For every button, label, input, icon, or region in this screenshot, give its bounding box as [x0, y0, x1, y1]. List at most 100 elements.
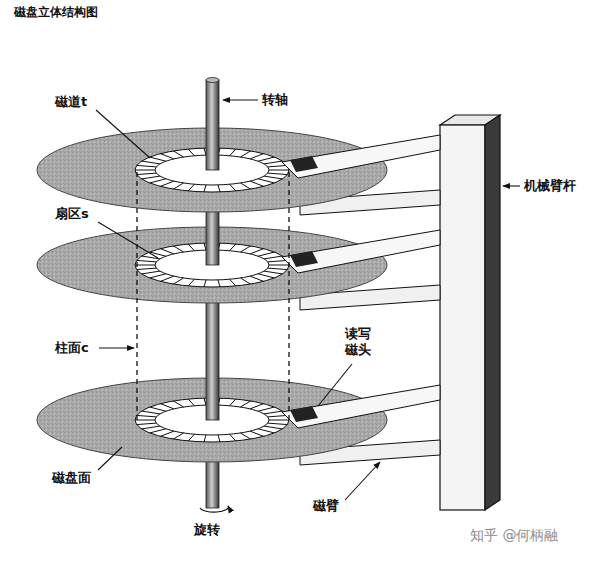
cylinder-line [288, 172, 289, 422]
sector-mark [241, 246, 251, 252]
sector-mark [150, 429, 166, 433]
platter [37, 227, 440, 310]
platter [37, 128, 440, 215]
sector-mark [204, 435, 206, 442]
sector-mark [269, 170, 289, 171]
spindle-cap [206, 78, 219, 83]
leader-line [99, 347, 134, 348]
sector-mark [230, 434, 236, 441]
sector-mark [137, 268, 157, 269]
sector-mark [268, 173, 288, 174]
sector-mark [241, 151, 251, 157]
part-label: 扇区s [55, 206, 89, 222]
sector-mark [150, 179, 166, 183]
sector-mark [218, 280, 220, 287]
sector-mark [269, 265, 289, 266]
arm-column [440, 115, 500, 510]
read-write-head [290, 251, 318, 267]
read-write-head [290, 406, 318, 422]
upper-arm [282, 230, 440, 273]
sector-mark [150, 274, 166, 278]
sector-mark [160, 154, 173, 159]
sector-mark [230, 184, 236, 191]
part-label: 磁盘面 [52, 470, 91, 486]
rotation-arrow [200, 506, 228, 512]
sector-mark [142, 411, 160, 414]
sector-mark [188, 279, 194, 286]
sector-mark [174, 246, 184, 252]
sector-mark [204, 280, 206, 287]
sector-mark [137, 423, 157, 424]
sector-mark [142, 426, 160, 429]
sector-mark [142, 161, 160, 164]
sector-mark [250, 181, 263, 186]
leader-line [345, 462, 380, 500]
sector-mark [264, 426, 282, 429]
sector-mark [230, 399, 236, 406]
upper-arm [282, 385, 440, 428]
sector-mark [188, 399, 194, 406]
sector-mark [135, 170, 155, 171]
sector-mark [250, 154, 263, 159]
sector-mark [258, 252, 274, 256]
part-label: 磁道t [55, 94, 87, 110]
sector-mark [142, 176, 160, 179]
sector-mark [268, 165, 288, 166]
sector-mark [258, 429, 274, 433]
sector-mark [160, 276, 173, 281]
sector-mark [174, 401, 184, 407]
sector-mark [174, 183, 184, 189]
sector-mark [218, 435, 220, 442]
part-label: 旋转 [194, 522, 220, 538]
sector-mark [241, 401, 251, 407]
sector-mark [142, 271, 160, 274]
sector-mark [188, 149, 194, 156]
sector-mark [188, 434, 194, 441]
sector-mark [264, 271, 282, 274]
upper-arm [282, 135, 440, 178]
sector-mark [188, 244, 194, 251]
sector-mark [269, 420, 289, 421]
sector-mark [250, 404, 263, 409]
sector-mark [174, 151, 184, 157]
sector-mark [160, 404, 173, 409]
sector-mark [268, 423, 288, 424]
sector-mark [268, 260, 288, 261]
column-front [440, 125, 485, 510]
leader-line [223, 99, 258, 100]
sector-mark [137, 165, 157, 166]
column-side [485, 115, 500, 510]
sector-mark [241, 278, 251, 284]
part-label: 机械臂杆 [524, 178, 576, 194]
sector-mark [188, 184, 194, 191]
sector-mark [135, 265, 155, 266]
sector-mark [264, 176, 282, 179]
sector-mark [204, 185, 206, 192]
sector-mark [150, 407, 166, 411]
sector-mark [241, 433, 251, 439]
spindle [206, 80, 219, 170]
diagram-title: 磁盘立体结构图 [14, 4, 98, 21]
leader-line [503, 185, 520, 186]
read-write-head [290, 156, 318, 172]
sector-mark [174, 433, 184, 439]
sector-mark [135, 420, 155, 421]
sector-mark [264, 411, 282, 414]
sector-mark [258, 157, 274, 161]
sector-mark [174, 278, 184, 284]
watermark: 知乎 @何柄融 [470, 527, 558, 544]
sector-mark [230, 149, 236, 156]
sector-mark [258, 179, 274, 183]
sector-mark [264, 256, 282, 259]
part-label: 转轴 [262, 92, 288, 108]
part-label: 柱面c [55, 340, 89, 356]
sector-mark [250, 276, 263, 281]
sector-mark [218, 185, 220, 192]
sector-mark [137, 173, 157, 174]
platter [37, 378, 440, 465]
sector-mark [230, 279, 236, 286]
sector-mark [250, 431, 263, 436]
sector-mark [241, 183, 251, 189]
leader-lines [96, 100, 520, 512]
